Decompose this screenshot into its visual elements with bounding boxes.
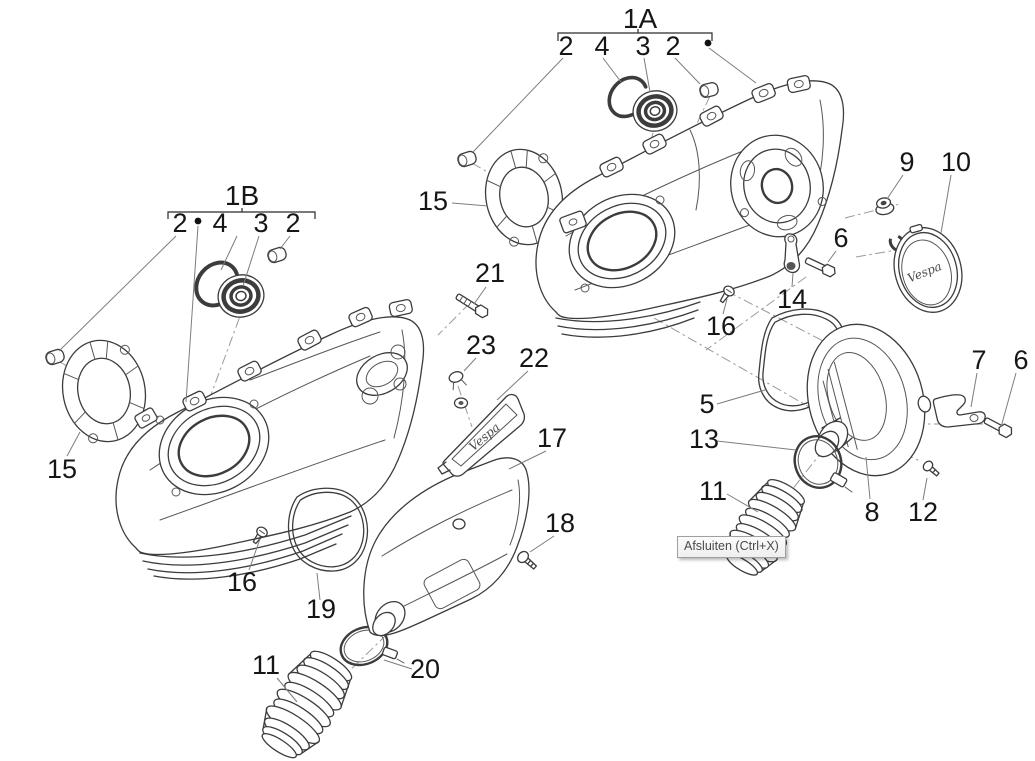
- callout-16-left: 16: [227, 567, 257, 597]
- callout-11-right: 11: [699, 476, 727, 506]
- callout-13: 13: [689, 424, 719, 454]
- part-bolt-6-right: [983, 417, 1013, 439]
- part-boot-11-left: [261, 650, 353, 759]
- part-bushing-2-far-left: [45, 348, 65, 366]
- part-cover-8: [806, 323, 932, 477]
- callout-15-right: 15: [418, 186, 448, 216]
- callout-5: 5: [699, 389, 714, 419]
- callout-2-1b-a: 2: [172, 208, 187, 238]
- part-gasket-19: [287, 487, 369, 572]
- callout-20: 20: [410, 654, 440, 684]
- callout-22: 22: [519, 343, 549, 373]
- part-bolt-21: [455, 293, 489, 319]
- callout-16-right: 16: [706, 311, 736, 341]
- part-bracket-7: [932, 394, 986, 428]
- callout-3-1b: 3: [253, 208, 268, 238]
- part-clamp-20: [339, 625, 405, 667]
- part-bushing-2-left: [267, 246, 287, 264]
- callout-7: 7: [971, 345, 986, 375]
- part-bearing-3-left: [217, 274, 265, 318]
- callout-23: 23: [466, 330, 496, 360]
- callout-9: 9: [899, 147, 914, 177]
- part-clamp-13: [793, 435, 853, 493]
- callout-3-1a: 3: [635, 31, 650, 61]
- callout-17: 17: [537, 423, 567, 453]
- part-screw-12: [922, 460, 940, 477]
- part-ring-15-left: [61, 339, 147, 444]
- callout-2-1a-b: 2: [665, 31, 680, 61]
- callout-4-1b: 4: [212, 208, 227, 238]
- callout-14: 14: [777, 284, 807, 314]
- part-cover-17: [363, 457, 530, 637]
- part-crankcase-cover-1b: [115, 298, 425, 580]
- part-bearing-3-right: [632, 90, 678, 132]
- group-label-1b: 1B: [225, 180, 259, 211]
- callout-18: 18: [545, 508, 575, 538]
- leader-lines: [58, 47, 1017, 703]
- part-boot-11-right: [726, 478, 806, 576]
- part-bushing-2-right: [699, 82, 719, 98]
- part-screw-16-right: [719, 285, 735, 304]
- callout-labels: 1A 1B 2 4 3 2 2 4 3 2 15 15 21 23 22 17 …: [47, 3, 1029, 684]
- callout-15-left: 15: [47, 454, 77, 484]
- callout-21: 21: [475, 258, 505, 288]
- part-ring-15-right: [484, 148, 564, 247]
- part-clips-23: [448, 371, 469, 409]
- callout-10: 10: [941, 147, 971, 177]
- callout-2-1b-b: 2: [285, 208, 300, 238]
- callout-group-brackets: [167, 29, 713, 225]
- callout-6-right: 6: [1013, 345, 1028, 375]
- part-bushing-2-mid: [457, 150, 477, 168]
- callout-4-1a: 4: [594, 31, 609, 61]
- part-cover-10: Vespa: [893, 223, 963, 313]
- callout-8: 8: [864, 497, 879, 527]
- group-label-1a: 1A: [623, 3, 658, 34]
- part-bolt-6-top: [804, 257, 836, 278]
- part-nut-9: [875, 197, 895, 216]
- callout-19: 19: [306, 594, 336, 624]
- callout-2-1a-a: 2: [558, 31, 573, 61]
- callout-dot-1b: [194, 217, 202, 225]
- part-bracket-14: [783, 233, 801, 274]
- part-screw-16-left: [252, 526, 268, 545]
- tooltip-afsluiten: Afsluiten (Ctrl+X): [677, 536, 786, 558]
- callout-dot-1a: [704, 39, 712, 47]
- callout-11-left: 11: [252, 650, 280, 680]
- callout-6-top: 6: [833, 223, 848, 253]
- part-screw-18: [517, 550, 538, 570]
- part-crankcase-cover-1a: [535, 74, 845, 338]
- callout-12: 12: [908, 497, 938, 527]
